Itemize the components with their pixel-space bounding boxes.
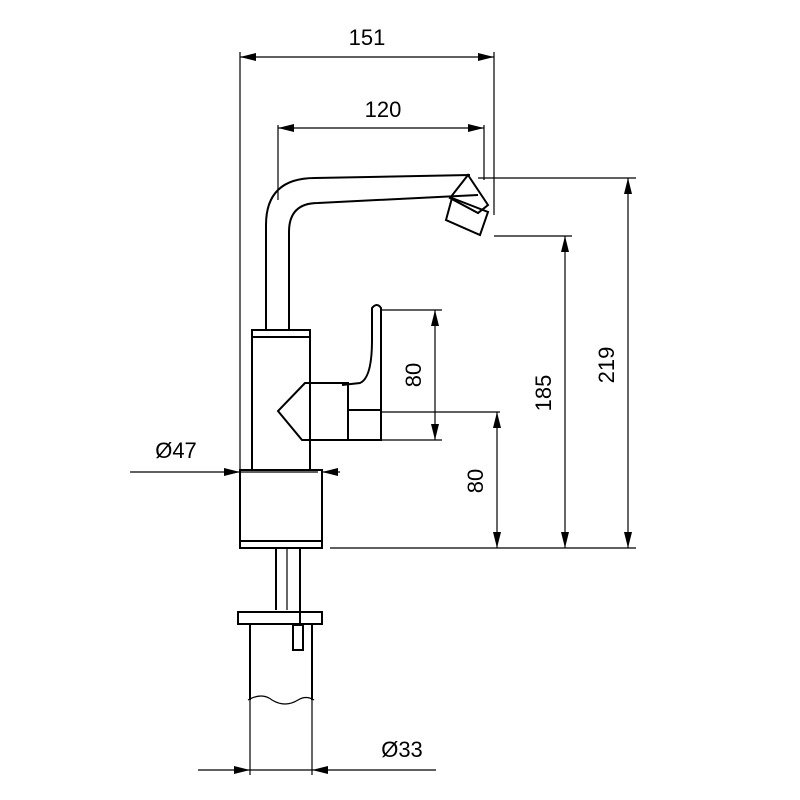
arrow-219-top bbox=[624, 178, 632, 194]
dim-label-33: Ø33 bbox=[381, 737, 423, 762]
lever-arm bbox=[341, 304, 382, 441]
arrow-lever-bottom bbox=[431, 424, 439, 440]
arrow-120-left bbox=[278, 124, 294, 132]
dimension-lines: 151 120 219 185 80 80 bbox=[130, 25, 636, 775]
arrow-120-right bbox=[468, 124, 484, 132]
arrow-body-bottom bbox=[493, 532, 501, 548]
dim-label-185: 185 bbox=[531, 375, 556, 412]
dim-label-lever-80: 80 bbox=[401, 363, 426, 387]
aerator-tip bbox=[444, 196, 490, 237]
spout-inner bbox=[288, 194, 479, 330]
dim-label-219: 219 bbox=[594, 347, 619, 384]
arrow-body-top bbox=[493, 412, 501, 428]
arrow-47-left bbox=[224, 468, 240, 476]
dim-label-151: 151 bbox=[349, 25, 386, 50]
arrow-33-right bbox=[312, 766, 328, 774]
dim-label-47: Ø47 bbox=[155, 438, 197, 463]
mounting-plate bbox=[237, 611, 323, 625]
lever-hub bbox=[276, 382, 349, 441]
aerator bbox=[448, 173, 490, 215]
break-line bbox=[247, 695, 315, 705]
arrow-219-bottom bbox=[624, 532, 632, 548]
dim-label-body-80: 80 bbox=[463, 469, 488, 493]
arrow-lever-top bbox=[431, 310, 439, 326]
arrow-33-left bbox=[234, 766, 250, 774]
body-upper bbox=[251, 329, 311, 471]
base-ring bbox=[239, 469, 323, 549]
arrow-151-left bbox=[240, 53, 256, 61]
arrow-185-bottom bbox=[561, 532, 569, 548]
dim-label-120: 120 bbox=[365, 97, 402, 122]
spout-outer bbox=[265, 174, 471, 330]
arrow-185-top bbox=[561, 236, 569, 252]
faucet-outline bbox=[237, 173, 490, 705]
arrow-151-right bbox=[478, 53, 494, 61]
hose-fitting bbox=[292, 624, 304, 651]
